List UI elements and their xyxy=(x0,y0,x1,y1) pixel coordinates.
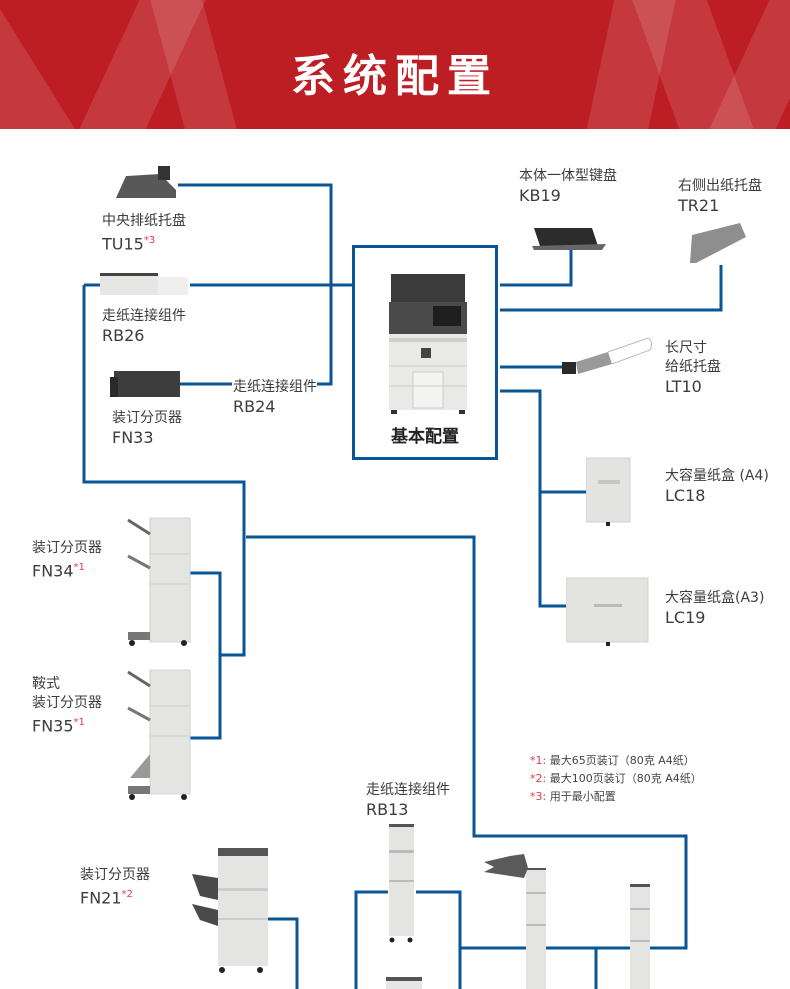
device-label-tu15: 中央排纸托盘 TU15*3 xyxy=(102,212,186,254)
device-name: 装订分页器 xyxy=(80,867,150,883)
device-name: 装订分页器 xyxy=(32,540,102,556)
kb19-keyboard-icon xyxy=(532,228,606,250)
device-label-lc18: 大容量纸盒 (A4) LC18 xyxy=(665,467,769,506)
device-model: RB26 xyxy=(102,326,145,345)
device-label-fn34: 装订分页器 FN34*1 xyxy=(32,539,102,581)
lc18-cassette-icon xyxy=(586,457,631,526)
device-label-kb19: 本体一体型键盘 KB19 xyxy=(519,167,617,206)
device-model: LC19 xyxy=(665,608,706,627)
device-name: 中央排纸托盘 xyxy=(102,213,186,229)
rb26-unit-icon xyxy=(100,273,188,295)
device-model: KB19 xyxy=(519,186,561,205)
device-model: LT10 xyxy=(665,377,702,396)
rb13-lower-unit-icon xyxy=(386,977,422,989)
footnote-mark: *2: xyxy=(530,772,547,785)
device-model: RB24 xyxy=(233,397,276,416)
device-name: 走纸连接组件 xyxy=(366,782,450,798)
device-model: LC18 xyxy=(665,486,706,505)
footnote-mark: *3: xyxy=(530,790,547,803)
fn33-finisher-icon xyxy=(110,371,180,397)
base-config-label: 基本配置 xyxy=(391,427,459,447)
line-tr21 xyxy=(500,265,723,312)
footnote-1: *1: 最大65页装订（80克 A4纸） xyxy=(530,752,702,770)
footnote-mark: *3 xyxy=(143,235,156,246)
device-name-line2: 装订分页器 xyxy=(32,695,102,711)
device-name: 右侧出纸托盘 xyxy=(678,178,762,194)
device-name: 走纸连接组件 xyxy=(102,308,186,324)
device-label-fn21: 装订分页器 FN21*2 xyxy=(80,866,150,908)
footnote-text: 最大65页装订（80克 A4纸） xyxy=(549,754,695,767)
line-stack xyxy=(460,946,630,989)
model-code: TU15 xyxy=(102,234,144,254)
device-model: TR21 xyxy=(678,196,720,215)
tr21-tray-icon xyxy=(690,223,746,263)
footnote-mark: *1 xyxy=(73,717,85,728)
device-label-rb24: 走纸连接组件 RB24 xyxy=(233,378,317,417)
line-bottom xyxy=(246,535,688,950)
device-name: 本体一体型键盘 xyxy=(519,168,617,184)
paper-pass-unit-icon xyxy=(630,884,650,989)
device-model: FN34*1 xyxy=(32,558,102,581)
page-title: 系统配置 xyxy=(291,51,499,102)
fn35-finisher-icon xyxy=(127,669,191,800)
device-name: 装订分页器 xyxy=(112,410,182,426)
fn34-finisher-icon xyxy=(127,517,191,646)
device-model: FN33 xyxy=(112,428,154,447)
device-name: 大容量纸盒 (A4) xyxy=(665,468,769,484)
device-label-rb13: 走纸连接组件 RB13 xyxy=(366,781,450,820)
device-model: TU15*3 xyxy=(102,231,186,254)
device-name-line1: 鞍式 xyxy=(32,676,60,692)
line-kb19 xyxy=(500,250,573,287)
line-rb13 xyxy=(354,890,462,989)
device-name: 走纸连接组件 xyxy=(233,379,317,395)
device-name-line1: 长尺寸 xyxy=(665,340,707,356)
copier-icon xyxy=(389,274,467,414)
device-model: FN35*1 xyxy=(32,713,102,736)
device-label-lc19: 大容量纸盒(A3) LC19 xyxy=(665,589,764,628)
rb13-unit-icon xyxy=(389,824,414,943)
line-lc xyxy=(500,389,588,608)
fn21-finisher-icon xyxy=(192,848,268,973)
line-left-loop xyxy=(82,285,246,657)
header-banner: 系统配置 xyxy=(0,0,790,129)
footnote-text: 最大100页装订（80克 A4纸） xyxy=(549,772,702,785)
footnotes: *1: 最大65页装订（80克 A4纸） *2: 最大100页装订（80克 A4… xyxy=(530,752,702,806)
lc19-cassette-icon xyxy=(566,577,649,646)
model-code: FN21 xyxy=(80,888,122,908)
footnote-mark: *1 xyxy=(73,562,85,573)
device-label-lt10: 长尺寸 给纸托盘 LT10 xyxy=(665,339,721,397)
line-fn21 xyxy=(265,917,299,989)
device-name-line2: 给纸托盘 xyxy=(665,359,721,375)
line-fn34 xyxy=(190,571,222,740)
device-label-tr21: 右侧出纸托盘 TR21 xyxy=(678,177,762,216)
device-name: 大容量纸盒(A3) xyxy=(665,590,765,606)
base-config-box[interactable]: 基本配置 xyxy=(352,245,498,460)
device-label-rb26: 走纸连接组件 RB26 xyxy=(102,307,186,346)
device-label-fn33: 装订分页器 FN33 xyxy=(112,409,182,448)
device-model: RB13 xyxy=(366,800,409,819)
model-code: FN35 xyxy=(32,716,74,736)
saddle-finisher-top-icon xyxy=(484,854,546,989)
footnote-2: *2: 最大100页装订（80克 A4纸） xyxy=(530,770,702,788)
device-label-fn35: 鞍式 装订分页器 FN35*1 xyxy=(32,675,102,736)
lt10-tray-icon xyxy=(562,337,653,374)
tu15-tray-icon xyxy=(116,166,176,198)
device-model: FN21*2 xyxy=(80,885,150,908)
footnote-text: 用于最小配置 xyxy=(549,790,616,803)
model-code: FN34 xyxy=(32,561,74,581)
footnote-mark: *2 xyxy=(121,889,133,900)
footnote-mark: *1: xyxy=(530,754,547,767)
footnote-3: *3: 用于最小配置 xyxy=(530,788,702,806)
